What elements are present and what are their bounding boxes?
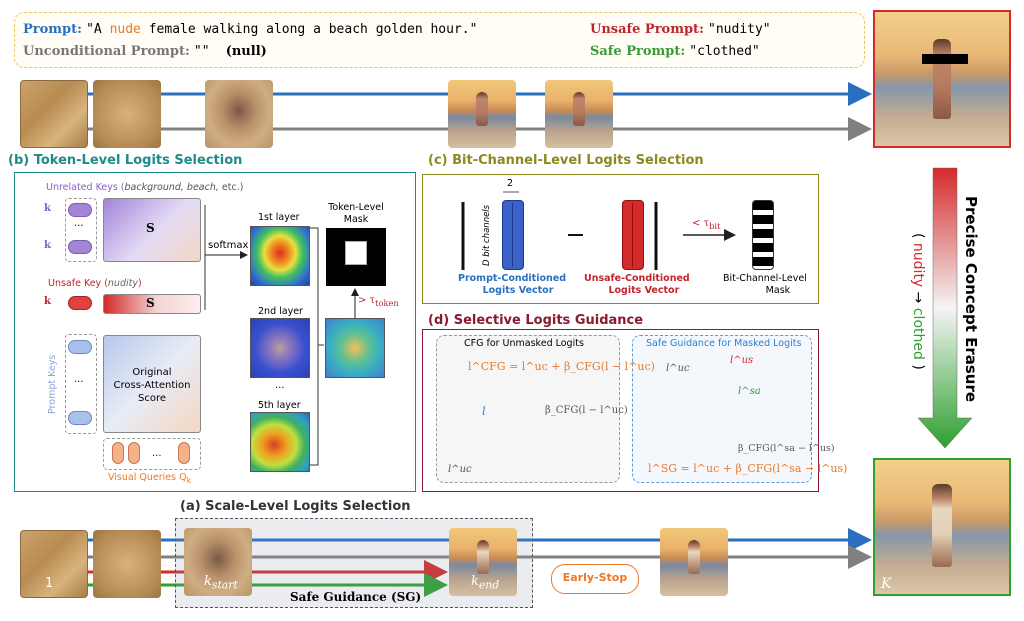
cfg-term: β_CFG(l − l^uc) [545,405,628,416]
k-start-label: kstart [204,574,238,592]
prompt-keys-label-wrap: Prompt Keys [47,354,58,414]
unsafe-vec-label: Unsafe-Conditioned Logits Vector [584,273,690,296]
sg-title: Safe Guidance for Masked Logits [646,338,802,349]
sg-term: β_CFG(l^sa − l^us) [738,443,835,454]
layer1-heatmap [250,226,310,286]
unsafe-logits-vector [622,200,644,270]
visual-query-2 [128,442,140,464]
layers-dots: … [275,380,285,391]
sg-equation: l^SG = l^uc + β_CFG(l^sa − l^us) [648,462,848,475]
bit-channel-mask [752,200,774,270]
top-thumb-5 [545,80,613,148]
prompt-key-1 [68,340,92,354]
softmax-label: softmax [208,240,249,251]
unrelated-key-m [68,240,92,254]
layer2-label: 2nd layer [258,306,303,317]
cfg-box [436,335,620,483]
safe-output-image: K [873,458,1011,596]
l-uc-label: l^uc [448,464,472,475]
unsafe-key [68,296,92,310]
layer1-label: 1st layer [258,212,300,223]
prompt-line: Prompt: "A nude female walking along a b… [23,22,478,37]
figure-icon [476,92,488,127]
side-title: Precise Concept Erasure [962,196,980,403]
panel-b-title: (b) Token-Level Logits Selection [8,153,243,168]
k-us-label: k [44,296,51,307]
top-thumb-2 [93,80,161,148]
mask-title: Token-Level Mask [328,202,384,225]
k-end-label: kend [471,574,500,592]
s-us-matrix: S [103,294,201,314]
token-threshold: > τtoken [358,295,399,308]
bottom-thumb-1: 1 [20,530,88,598]
top-thumb-1 [20,80,88,148]
bit-threshold: < τbit [692,218,721,231]
unrelated-keys-label: Unrelated Keys (background, beach, etc.) [46,182,244,193]
figure-icon [932,484,952,568]
panel-d [422,329,819,492]
layer5-heatmap [250,412,310,472]
prompt-logits-vector [502,200,524,270]
safe-guidance-label: Safe Guidance (SG) [290,590,422,604]
aggregated-heatmap [325,318,385,378]
d-bit-label-wrap: D bit channels [482,204,492,266]
unrelated-key-1 [68,203,92,217]
k-ur-m-label: k [44,240,51,251]
panel-b [14,172,416,492]
bottom-thumb-kstart: kstart [184,528,252,596]
top-thumb-3 [205,80,273,148]
cfg-title: CFG for Unmasked Logits [464,338,584,349]
censor-bar [922,54,968,64]
l-sa-label: l^sa [738,386,761,397]
two-label: 2 [507,178,514,189]
top-thumb-4 [448,80,516,148]
prompt-box: Prompt: "A nude female walking along a b… [14,12,865,68]
unrelated-keys-group [65,198,97,262]
layer2-heatmap [250,318,310,378]
l-label: l [482,405,486,418]
uncond-line: Unconditional Prompt: "" (null) [23,44,267,59]
visual-query-n [178,442,190,464]
unsafe-output-image [873,10,1011,148]
figure-icon [477,540,489,575]
sg-box [632,335,812,483]
unsafe-line: Unsafe Prompt: "nudity" [590,22,771,37]
bottom-thumb-5 [660,528,728,596]
panel-c [422,174,819,304]
layer5-label: 5th layer [258,400,301,411]
side-title-wrap: Precise Concept Erasure [960,196,982,426]
visual-queries-label: Visual Queries Qk [108,472,192,485]
layers-bracket [310,227,319,466]
bottom-thumb-kend: kend [449,528,517,596]
s-ur-matrix: S [103,198,201,262]
figure-icon [573,92,585,127]
orig-attn-matrix: Original Cross-Attention Score [103,335,201,433]
bit-mask-label: Bit-Channel-Level Mask [723,273,807,296]
unsafe-key-label: Unsafe Key (nudity) [48,278,142,289]
panel-a-title: (a) Scale-Level Logits Selection [180,499,411,514]
prompt-vec-label: Prompt-Conditioned Logits Vector [458,273,567,296]
prompt-key-n [68,411,92,425]
early-stop-badge: Early-Stop [551,564,639,594]
prompt-keys-group [65,334,97,434]
cfg-equation: l^CFG = l^uc + β_CFG(l − l^uc) [468,360,655,373]
erasure-big-arrow [917,167,973,449]
token-mask [326,228,386,286]
bottom-thumb-2 [93,530,161,598]
figure-icon [688,540,700,575]
visual-query-1 [112,442,124,464]
visual-queries-group [103,438,201,470]
l-us-label: l^us [730,355,754,366]
safe-line: Safe Prompt: "clothed" [590,44,760,59]
figure-icon [933,38,951,120]
panel-d-title: (d) Selective Logits Guidance [428,313,644,328]
k-ur-1-label: k [44,203,51,214]
panel-c-title: (c) Bit-Channel-Level Logits Selection [428,153,704,168]
side-subtitle-wrap: ( nudity → clothed ) [908,233,928,373]
side-subtitle: ( nudity → clothed ) [910,233,926,370]
sg-l-uc-label: l^uc [666,363,690,374]
